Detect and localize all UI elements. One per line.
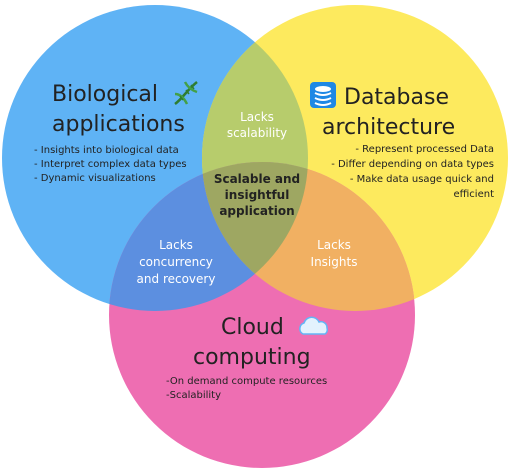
database-bullet-4: efficient bbox=[453, 189, 494, 200]
biological-bullet-2: - Interpret complex data types bbox=[34, 159, 187, 170]
bio-cloud-label-2: concurrency bbox=[139, 255, 213, 269]
database-icon bbox=[310, 82, 336, 108]
cloud-title-line1: Cloud bbox=[221, 315, 284, 340]
database-title-line2: architecture bbox=[322, 115, 455, 140]
center-label-3: application bbox=[219, 204, 294, 218]
cloud-title-line2: computing bbox=[193, 345, 311, 370]
database-bullet-2: - Differ depending on data types bbox=[331, 159, 494, 170]
db-cloud-label-2: Insights bbox=[311, 255, 358, 269]
bio-cloud-label-3: and recovery bbox=[137, 272, 216, 286]
db-cloud-overlap bbox=[202, 162, 415, 311]
cloud-bullet-1: -On demand compute resources bbox=[166, 376, 327, 387]
bio-cloud-label-1: Lacks bbox=[159, 238, 193, 252]
bio-db-label-2: scalability bbox=[227, 126, 287, 140]
biological-bullet-1: - Insights into biological data bbox=[34, 145, 179, 156]
biological-title-line2: applications bbox=[52, 112, 185, 137]
center-label-2: insightful bbox=[225, 188, 290, 202]
db-cloud-label-1: Lacks bbox=[317, 238, 351, 252]
cloud-bullet-2: -Scalability bbox=[166, 390, 221, 401]
biological-bullet-3: - Dynamic visualizations bbox=[34, 173, 156, 184]
database-bullet-3: - Make data usage quick and bbox=[350, 174, 494, 185]
dna-icon bbox=[174, 81, 198, 105]
bio-db-label-1: Lacks bbox=[240, 110, 274, 124]
database-title-line1: Database bbox=[344, 85, 449, 110]
biological-title-line1: Biological bbox=[52, 82, 158, 107]
bio-cloud-overlap bbox=[109, 162, 308, 311]
center-label-1: Scalable and bbox=[214, 172, 300, 186]
database-bullet-1: - Represent processed Data bbox=[355, 144, 494, 155]
cloud-icon bbox=[299, 316, 329, 335]
